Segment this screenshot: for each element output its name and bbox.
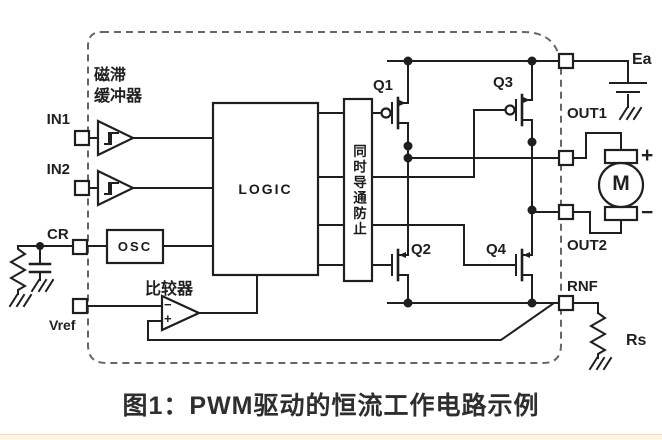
resistor-icon	[588, 311, 608, 359]
motor-brush-top	[603, 148, 639, 165]
pin-label-rnf: RNF	[567, 278, 598, 295]
cr-terminal	[71, 238, 89, 256]
pin-label-in1: IN1	[46, 111, 70, 128]
osc-block	[86, 228, 214, 265]
supply-label-ea: Ea	[632, 51, 652, 68]
gate-bubble-icon	[504, 104, 516, 116]
logic-label: LOGIC	[238, 181, 293, 197]
comparator-inverting-input-label: −	[164, 297, 172, 312]
vref-terminal	[71, 297, 89, 315]
gate-bubble-icon	[380, 107, 392, 119]
hysteresis-buffer-in1	[88, 119, 214, 157]
package-terminals	[71, 52, 575, 315]
hysteresis-buffer-label-line2: 缓冲器	[94, 88, 143, 105]
cr-external-network	[8, 242, 74, 308]
hysteresis-buffer-label: 磁滞 缓冲器	[94, 65, 142, 107]
logic-block	[211, 101, 320, 277]
resistor-icon	[8, 245, 28, 295]
sense-resistor-label: Rs	[626, 332, 647, 349]
figure-caption: 图1：PWM驱动的恒流工作电路示例	[122, 392, 540, 420]
motor-minus-label: −	[641, 201, 654, 224]
capacitor-icon	[28, 262, 52, 274]
hysteresis-icon	[104, 132, 119, 145]
q2-label: Q2	[411, 241, 432, 258]
hysteresis-buffer-in2	[88, 169, 214, 207]
ground-icon	[618, 106, 643, 121]
pin-label-in2: IN2	[46, 161, 70, 178]
ground-icon	[30, 278, 55, 293]
junction-dots	[403, 56, 537, 308]
q4-transistor	[515, 211, 533, 304]
rnf-rs-external	[572, 302, 613, 371]
current-feedback-wire	[147, 301, 556, 341]
in1-terminal	[73, 129, 91, 147]
hysteresis-buffer-label-line1: 磁滞	[94, 67, 127, 84]
ic-dashed-boundary	[87, 31, 562, 364]
out1-terminal	[557, 149, 575, 167]
shoot-through-prevention-block	[317, 97, 517, 283]
motor-icon	[597, 161, 645, 209]
hysteresis-icon	[104, 182, 119, 195]
q2-transistor	[391, 157, 409, 304]
q3-label: Q3	[493, 74, 514, 91]
pin-label-out1: OUT1	[567, 105, 608, 122]
comparator-opamp	[86, 274, 556, 341]
q3-transistor	[504, 60, 533, 256]
bottom-content-strip	[0, 434, 662, 440]
out2-terminal	[557, 203, 575, 221]
supply-ea-external	[572, 60, 647, 121]
pin-label-vref: Vref	[49, 317, 76, 333]
pin-label-cr: CR	[47, 226, 69, 243]
ground-icon	[588, 356, 613, 371]
osc-label: OSC	[117, 239, 153, 254]
comparator-noninverting-input-label: +	[164, 311, 172, 326]
motor-letter: M	[612, 172, 630, 195]
ea-terminal	[557, 52, 575, 70]
in2-terminal	[73, 179, 91, 197]
motor-external	[572, 132, 645, 234]
shoot-through-prevention-label: 同时导通防止	[351, 143, 366, 237]
q1-transistor	[380, 60, 409, 159]
q4-label: Q4	[486, 241, 507, 258]
motor-brush-bottom	[603, 205, 639, 222]
comparator-label: 比较器	[145, 281, 194, 298]
q1-label: Q1	[373, 77, 394, 94]
rnf-terminal	[557, 294, 575, 312]
ground-icon	[8, 293, 33, 308]
motor-plus-label: +	[641, 144, 654, 167]
pin-label-out2: OUT2	[567, 237, 608, 254]
